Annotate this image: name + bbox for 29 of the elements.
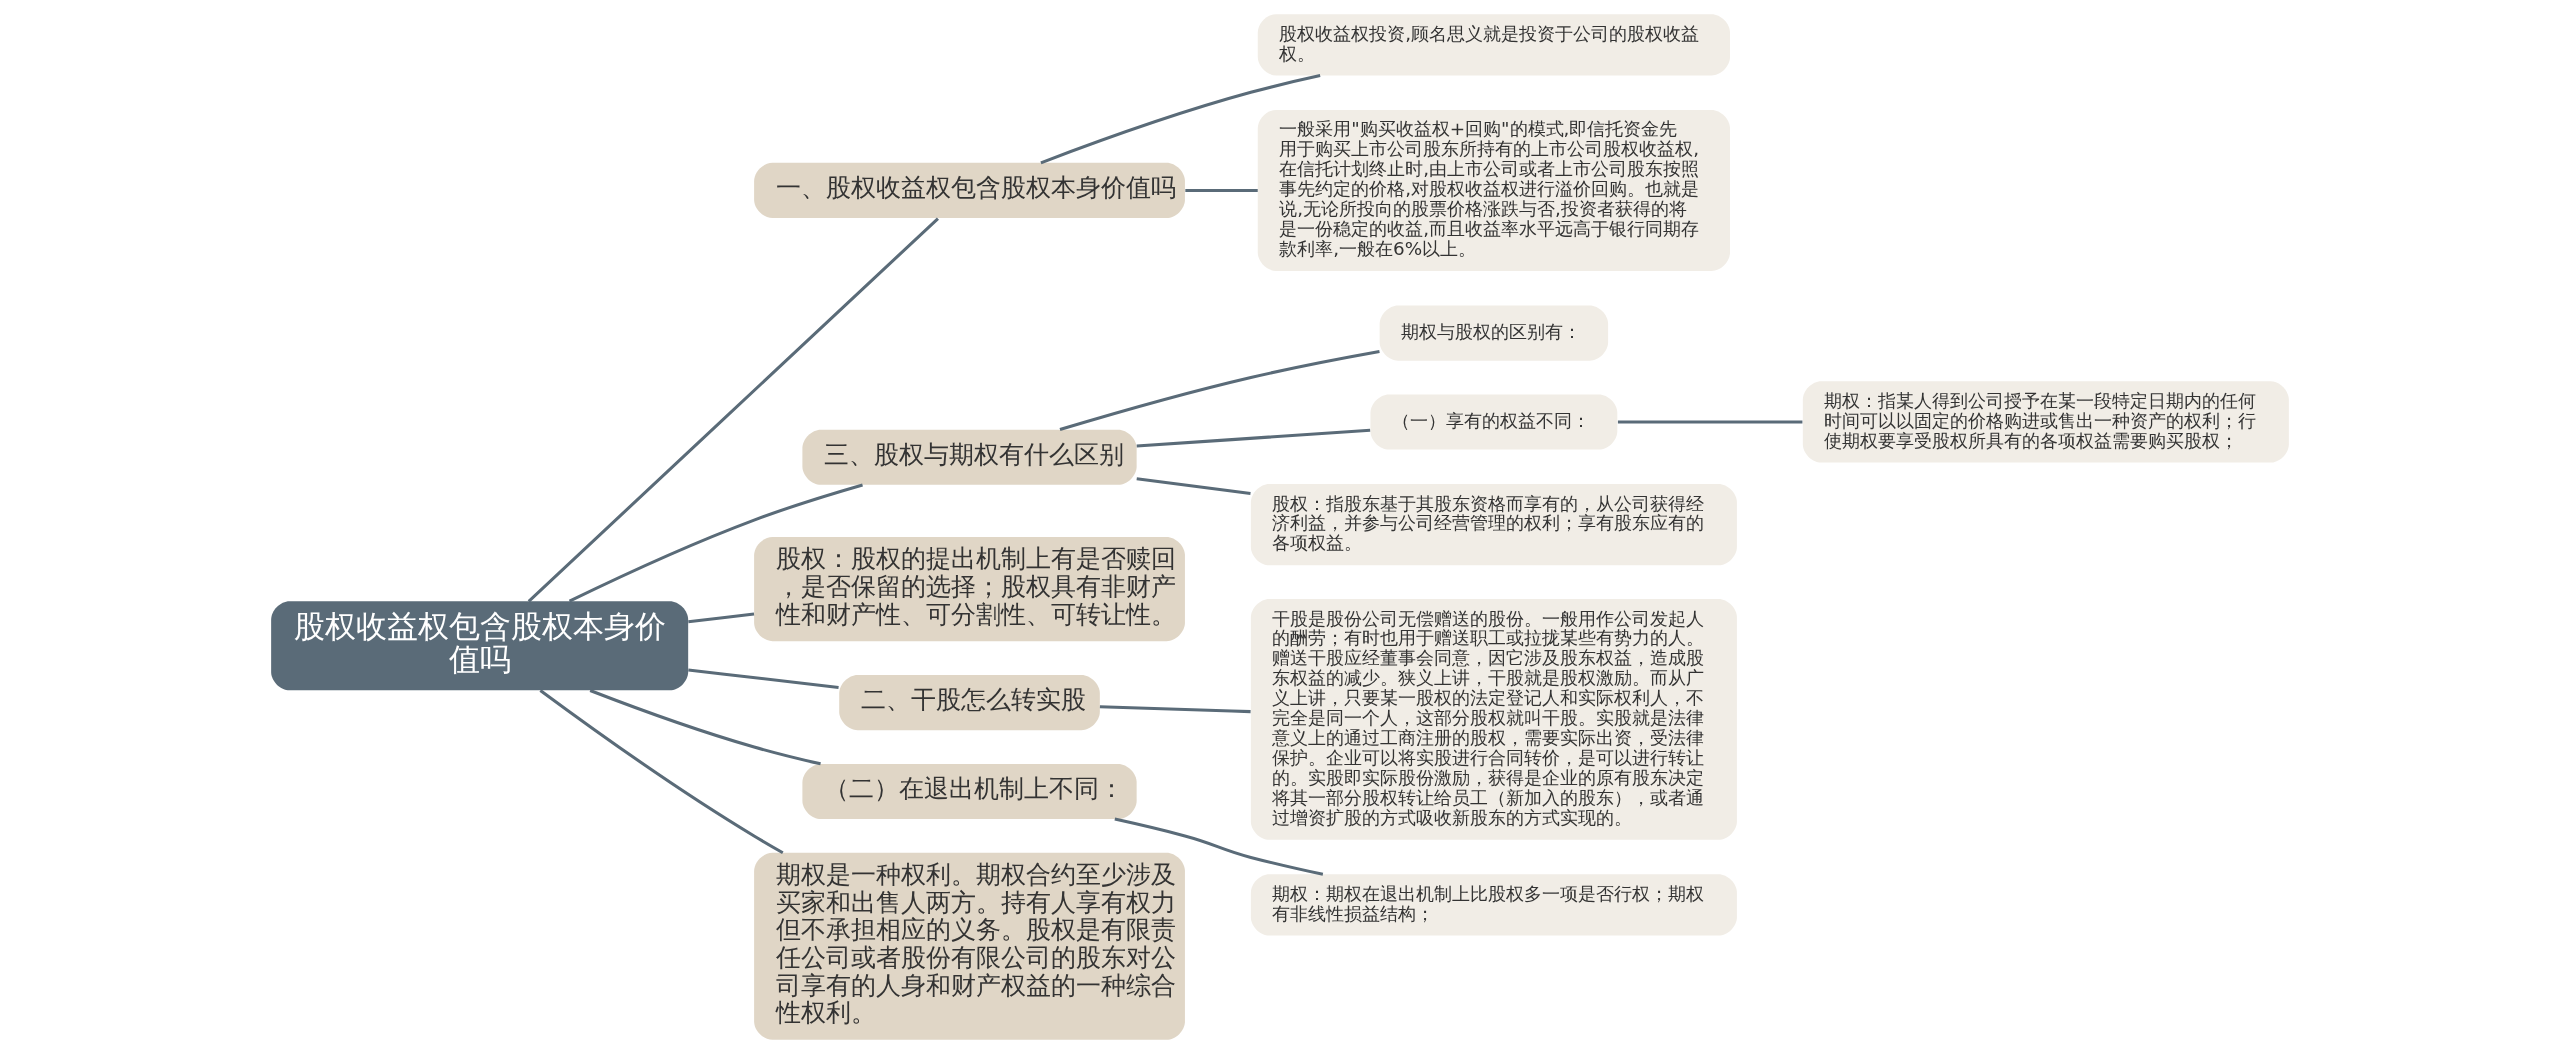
node-box: 股权：指股东基于其股东资格而享有的，从公司获得经济利益，并参与公司经营管理的权利；享有股东应有的各项权益。 [1250,484,1737,566]
node-box: 期权：期权在退出机制上比股权多一项是否行权；期权有非线性损益结构； [1250,874,1737,936]
node-box: 三、股权与期权有什么区别 [802,429,1137,485]
node-box: 期权：指某人得到公司授予在某一段特定日期内的任何时间可以以固定的价格购进或售出一种资产的权利；行使期权要享受股权所具有的各项权益需要购买股权； [1802,381,2289,463]
connector [527,217,939,603]
connector [1040,74,1321,165]
connector [1136,477,1251,495]
connector [589,689,821,766]
node-box: 一般采用"购买收益权+回购"的模式,即信托资金先用于购买上市公司股东所持有的上市公司股权收益权,在信托计划终止时,由上市公司或者上市公司股东按照事先约定的价格,对股权收益权进行溢价回购。也就是说,无论所投向的股票价格涨跌与否,投资者获得的将是一份稳定的收益,而且收益率水平远高于银行同期存款利率,一般在6%以上。 [1257,109,1730,271]
node-box: 股权收益权包含股权本身价值吗 [271,601,689,691]
connector [539,689,784,855]
node-box: （一）享有的权益不同： [1370,394,1618,450]
connector [1099,705,1251,714]
node-box: （二）在退出机制上不同： [802,763,1137,820]
node-box: 期权是一种权利。期权合约至少涉及买家和出售人两方。持有人享有权力但不承担相应的义务。股权是有限责任公司或者股份有限公司的股东对公司享有的人身和财产权益的一种综合性权利。 [754,852,1185,1040]
connector [1185,188,1258,192]
connector [1114,817,1324,876]
connector [1059,350,1380,432]
node-box: 股权收益权投资,顾名思义就是投资于公司的股权收益权。 [1257,14,1730,76]
connector [1617,420,1803,424]
node-box: 股权：股权的提出机制上有是否赎回，是否保留的选择；股权具有非财产性和财产性、可分割性、可转让性。 [754,536,1185,642]
node-box: 干股是股份公司无偿赠送的股份。一般用作公司发起人的酬劳；有时也用于赠送职工或拉拢某些有势力的人。赠送干股应经董事会同意，因它涉及股东权益，造成股东权益的减少。狭义上讲，干股就是股权激励。而从广义上讲，只要某一股权的法定登记人和实际权利人，不完全是同一个人，这部分股权就叫干股。实股就是法律意义上的通过工商注册的股权，需要实际出资，受法律保护。企业可以将实股进行合同转价，是可以进行转让的。实股即实际股份激励，获得是企业的原有股东决定将其一部分股权转让给员工（新加入的股东），或者通过增资扩股的方式吸收新股东的方式实现的。 [1250,599,1737,840]
connector [688,668,839,689]
connector [568,483,863,603]
connector [1136,428,1371,448]
connector [688,612,755,624]
node-box: 一、股权收益权包含股权本身价值吗 [754,162,1185,219]
node-box: 二、干股怎么转实股 [839,674,1100,731]
node-box: 期权与股权的区别有： [1379,305,1609,361]
